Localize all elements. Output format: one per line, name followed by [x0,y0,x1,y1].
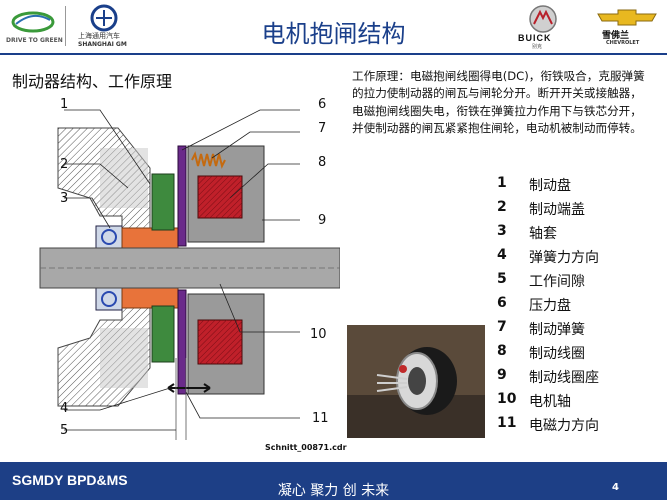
legend-item: 11 电磁力方向 [497,415,599,439]
callout-2: 2 [60,157,68,172]
buick-logo: BUICK 别克 [512,4,574,50]
logo-divider [65,6,66,46]
legend-item: 1 制动盘 [497,175,599,199]
legend-label: 压力盘 [529,298,571,314]
bearing-ball-top-icon [101,229,117,245]
chevrolet-logo-en: CHEVROLET [606,40,640,46]
working-principle-text: 工作原理：电磁抱闸线圈得电(DC)，衔铁吸合，克服弹簧的拉力使制动器的闸瓦与闸轮… [352,68,652,138]
brake-photo-image [347,325,485,438]
housing-grey-bottom [100,328,148,388]
sgm-logo: 上海通用汽车 SHANGHAI GM [76,4,136,50]
working-principle-body: 电磁抱闸线圈得电(DC)，衔铁吸合，克服弹簧的拉力使制动器的闸瓦与闸轮分开。断开… [352,69,645,136]
bearing-ball-bottom-icon [101,291,117,307]
drawing-caption: Schnitt_00871.cdr [265,443,347,452]
buick-logo-text: BUICK [518,33,552,43]
callout-9: 9 [318,213,326,228]
callout-8: 8 [318,155,326,170]
footer-bar: SGMDY BPD&MS 凝心 聚力 创 未来 4 [0,462,667,500]
header: DRIVE TO GREEN 上海通用汽车 SHANGHAI GM 电机抱闸结构… [0,0,667,52]
sleeve-bottom [121,285,179,309]
callout-6: 6 [318,97,326,112]
drive-to-green-logo-icon [11,11,55,33]
pressure-plate-top [177,145,187,247]
sgm-logo-en: SHANGHAI GM [78,41,127,48]
legend-num: 6 [497,295,507,311]
legend-label: 工作间隙 [529,274,585,290]
legend-item: 8 制动线圈 [497,343,599,367]
legend-label: 制动线圈座 [529,370,599,386]
drive-to-green-text: DRIVE TO GREEN [6,37,63,44]
sleeve-top [121,227,179,251]
legend-num: 9 [497,367,507,383]
brake-disc-bottom [151,305,175,363]
callout-3: 3 [60,191,68,206]
legend-item: 4 弹簧力方向 [497,247,599,271]
legend-label: 电机轴 [529,394,571,410]
callout-7: 7 [318,121,326,136]
legend-label: 电磁力方向 [529,418,599,434]
page-number: 4 [612,482,619,493]
force-arrow-icon [167,383,211,393]
legend-label: 弹簧力方向 [529,250,599,266]
housing-grey-top [100,148,148,208]
legend-num: 1 [497,175,507,191]
brake-photo [347,325,485,438]
page-title: 电机抱闸结构 [261,20,406,48]
legend-num: 7 [497,319,507,335]
footer-org: SGMDY BPD&MS [12,472,128,488]
brake-spring-icon [191,151,226,169]
legend-num: 11 [497,415,517,431]
legend-item: 6 压力盘 [497,295,599,319]
brake-coil-top-hatch [198,176,242,218]
sgm-logo-cn: 上海通用汽车 [78,32,120,40]
pressure-plate-bottom [177,289,187,395]
legend-label: 制动线圈 [529,346,585,362]
legend-label: 轴套 [529,226,557,242]
callout-11: 11 [312,411,329,426]
chevrolet-logo-cn: 雪佛兰 [602,31,630,41]
callout-5: 5 [60,423,68,438]
legend-item: 9 制动线圈座 [497,367,599,391]
legend-num: 2 [497,199,507,215]
footer-slogan: 凝心 聚力 创 未来 [277,483,390,499]
legend-item: 3 轴套 [497,223,599,247]
drive-to-green-logo: DRIVE TO GREEN [6,6,63,48]
brake-coil-bottom-hatch [198,320,242,364]
legend-label: 制动弹簧 [529,322,585,338]
legend-item: 5 工作间隙 [497,271,599,295]
brake-disc-top [151,173,175,231]
legend-item: 2 制动端盖 [497,199,599,223]
chevrolet-logo: 雪佛兰 CHEVROLET [594,8,660,50]
callout-4: 4 [60,401,68,416]
section-heading: 制动器结构、工作原理 [12,72,173,91]
legend-item: 7 制动弹簧 [497,319,599,343]
header-divider [0,53,667,55]
legend-num: 10 [497,391,517,407]
buick-logo-sub: 别克 [532,44,543,50]
legend-label: 制动端盖 [529,202,585,218]
callout-10: 10 [310,327,327,342]
chevrolet-bowtie-icon [597,9,657,26]
legend-item: 10 电机轴 [497,391,599,415]
legend-label: 制动盘 [529,178,571,194]
callout-leaders [64,109,300,431]
legend-num: 8 [497,343,507,359]
parts-legend: 1 制动盘 2 制动端盖 3 轴套 4 弹簧力方向 5 工作间隙 6 压力盘 7 制动弹簧 8… [497,175,599,439]
sgm-emblem-icon [90,4,118,32]
buick-emblem-icon [529,5,557,33]
legend-num: 3 [497,223,507,239]
legend-num: 5 [497,271,507,287]
legend-num: 4 [497,247,507,263]
brake-cross-section-diagram: 1 2 3 4 5 6 7 8 9 10 11 [39,97,340,440]
working-principle-label: 工作原理： [352,69,410,83]
callout-1: 1 [60,97,68,112]
